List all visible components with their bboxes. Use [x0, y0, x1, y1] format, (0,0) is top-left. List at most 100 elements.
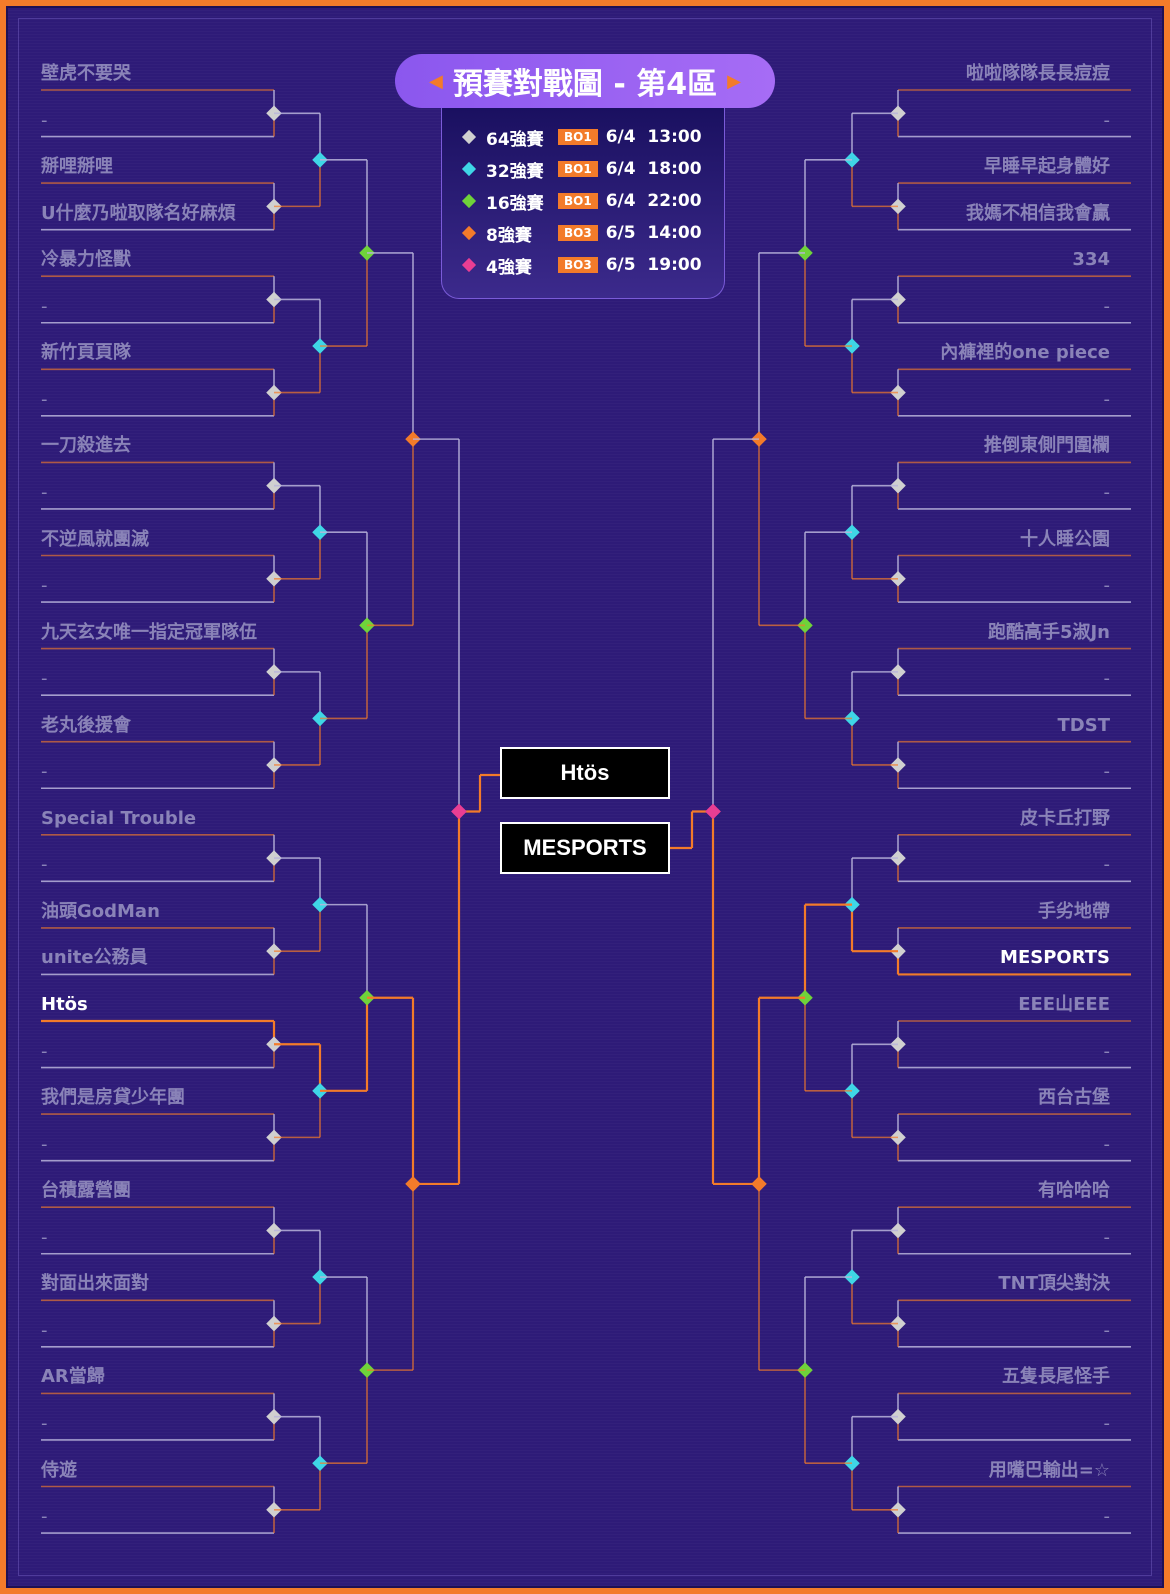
- diamond-icon: [461, 193, 477, 209]
- team-name: Htös: [41, 994, 88, 1015]
- legend-datetime: 6/4 18:00: [605, 159, 702, 179]
- team-name: -: [1103, 1506, 1111, 1528]
- team-name: -: [1103, 388, 1111, 410]
- team-name: -: [41, 854, 48, 876]
- legend-round: 32強賽: [486, 161, 544, 182]
- diamond-icon: [461, 257, 477, 273]
- legend-round: 4強賽: [486, 257, 532, 278]
- team-name: -: [1103, 1226, 1111, 1248]
- legend-row: 8強賽 BO3 6/5 14:00: [461, 221, 702, 246]
- team-name: 對面出來面對: [41, 1273, 149, 1295]
- team-name: -: [41, 575, 48, 597]
- match-diamond: [705, 803, 721, 820]
- team-name: -: [1103, 1319, 1111, 1341]
- legend-round: 8強賽: [486, 225, 532, 246]
- legend-format-badge: BO1: [558, 161, 598, 177]
- diamond-icon: [461, 225, 477, 241]
- right-arrow-icon: ▶: [727, 70, 741, 92]
- team-name: -: [41, 1040, 48, 1062]
- team-name: U什麼乃啦取隊名好麻煩: [41, 202, 236, 224]
- team-name: -: [1103, 109, 1111, 131]
- finalist-left-name: Htös: [560, 760, 610, 785]
- team-name: 推倒東側門圍欄: [984, 435, 1110, 457]
- title-text: 預賽對戰圖 - 第4區: [452, 67, 718, 102]
- team-name: -: [41, 109, 48, 131]
- legend-datetime: 6/4 13:00: [605, 127, 702, 147]
- team-name: 十人睡公園: [1020, 528, 1110, 550]
- team-name: -: [41, 761, 48, 783]
- team-name: Special Trouble: [41, 807, 197, 829]
- team-name: 新竹頁頁隊: [41, 342, 131, 364]
- team-name: -: [41, 388, 48, 410]
- team-name: -: [41, 1412, 48, 1434]
- finalist-right-box: MESPORTS: [500, 822, 670, 874]
- legend-row: 16強賽 BO1 6/4 22:00: [461, 189, 702, 214]
- diamond-icon: [461, 161, 477, 177]
- legend-round: 16強賽: [486, 193, 544, 214]
- team-name: -: [1103, 668, 1111, 690]
- bracket-inner-border: [18, 18, 1152, 1576]
- team-name: 冷暴力怪獸: [41, 249, 131, 271]
- team-name: -: [41, 1133, 48, 1155]
- team-name: -: [1103, 1040, 1111, 1062]
- finalist-left-box: Htös: [500, 747, 670, 799]
- team-name: TDST: [1057, 714, 1110, 736]
- team-name: AR當歸: [41, 1366, 105, 1388]
- team-name: 內褲裡的one piece: [940, 342, 1110, 364]
- team-name: 侍遊: [41, 1459, 77, 1481]
- legend-datetime: 6/5 19:00: [605, 255, 702, 275]
- diamond-icon: [461, 129, 477, 145]
- team-name: -: [41, 481, 48, 503]
- team-name: 九天玄女唯一指定冠軍隊伍: [41, 621, 257, 643]
- team-name: 壁虎不要哭: [41, 63, 131, 84]
- team-name: 皮卡丘打野: [1020, 807, 1110, 829]
- team-name: 我們是房貸少年團: [41, 1087, 185, 1109]
- team-name: -: [1103, 761, 1111, 783]
- team-name: 油頭GodMan: [41, 900, 160, 922]
- team-name: -: [1103, 854, 1111, 876]
- team-name: -: [1103, 481, 1111, 503]
- legend-round: 64強賽: [486, 129, 544, 150]
- team-name: 我媽不相信我會贏: [966, 202, 1110, 224]
- left-arrow-icon: ◀: [429, 70, 443, 92]
- team-name: 西台古堡: [1038, 1087, 1110, 1109]
- team-name: 手劣地帶: [1038, 900, 1110, 922]
- team-name: -: [41, 1226, 48, 1248]
- team-name: 五隻長尾怪手: [1002, 1366, 1110, 1388]
- team-name: 有哈哈哈: [1038, 1180, 1110, 1202]
- page-title: ◀ 預賽對戰圖 - 第4區 ▶: [395, 54, 775, 108]
- team-name: -: [41, 1506, 48, 1528]
- team-name: 不逆風就團滅: [41, 528, 149, 550]
- team-name: -: [1103, 1412, 1111, 1434]
- team-name: 台積露營團: [41, 1180, 131, 1202]
- legend-row: 4強賽 BO3 6/5 19:00: [461, 253, 702, 278]
- team-name: EEE山EEE: [1018, 994, 1110, 1015]
- team-name: TNT頂尖對決: [998, 1273, 1110, 1295]
- team-name: MESPORTS: [1000, 947, 1110, 969]
- legend-format-badge: BO1: [558, 193, 598, 209]
- team-name: -: [41, 295, 48, 317]
- team-name: 老丸後援會: [41, 714, 131, 736]
- schedule-legend: 64強賽 BO1 6/4 13:00 32強賽 BO1 6/4 18:00 16強賽 BO1 6…: [441, 108, 725, 299]
- team-name: -: [1103, 575, 1111, 597]
- team-name: 用嘴巴輸出=☆: [988, 1459, 1110, 1481]
- legend-format-badge: BO3: [558, 225, 598, 241]
- team-name: 跑酷高手5淑Jn: [987, 621, 1110, 643]
- legend-datetime: 6/5 14:00: [605, 223, 702, 243]
- team-name: -: [41, 668, 48, 690]
- team-name: -: [1103, 1133, 1111, 1155]
- legend-row: 32強賽 BO1 6/4 18:00: [461, 157, 702, 182]
- team-name: 啦啦隊隊長長痘痘: [966, 63, 1110, 84]
- team-name: 早睡早起身體好: [984, 156, 1110, 178]
- match-diamond: [451, 803, 467, 820]
- legend-format-badge: BO3: [558, 257, 598, 273]
- finalist-right-name: MESPORTS: [523, 835, 647, 860]
- legend-format-badge: BO1: [558, 129, 598, 145]
- team-name: -: [41, 1319, 48, 1341]
- team-name: -: [1103, 295, 1111, 317]
- team-name: 一刀殺進去: [41, 435, 131, 457]
- team-name: unite公務員: [41, 947, 148, 969]
- legend-datetime: 6/4 22:00: [605, 191, 702, 211]
- team-name: 334: [1072, 249, 1110, 271]
